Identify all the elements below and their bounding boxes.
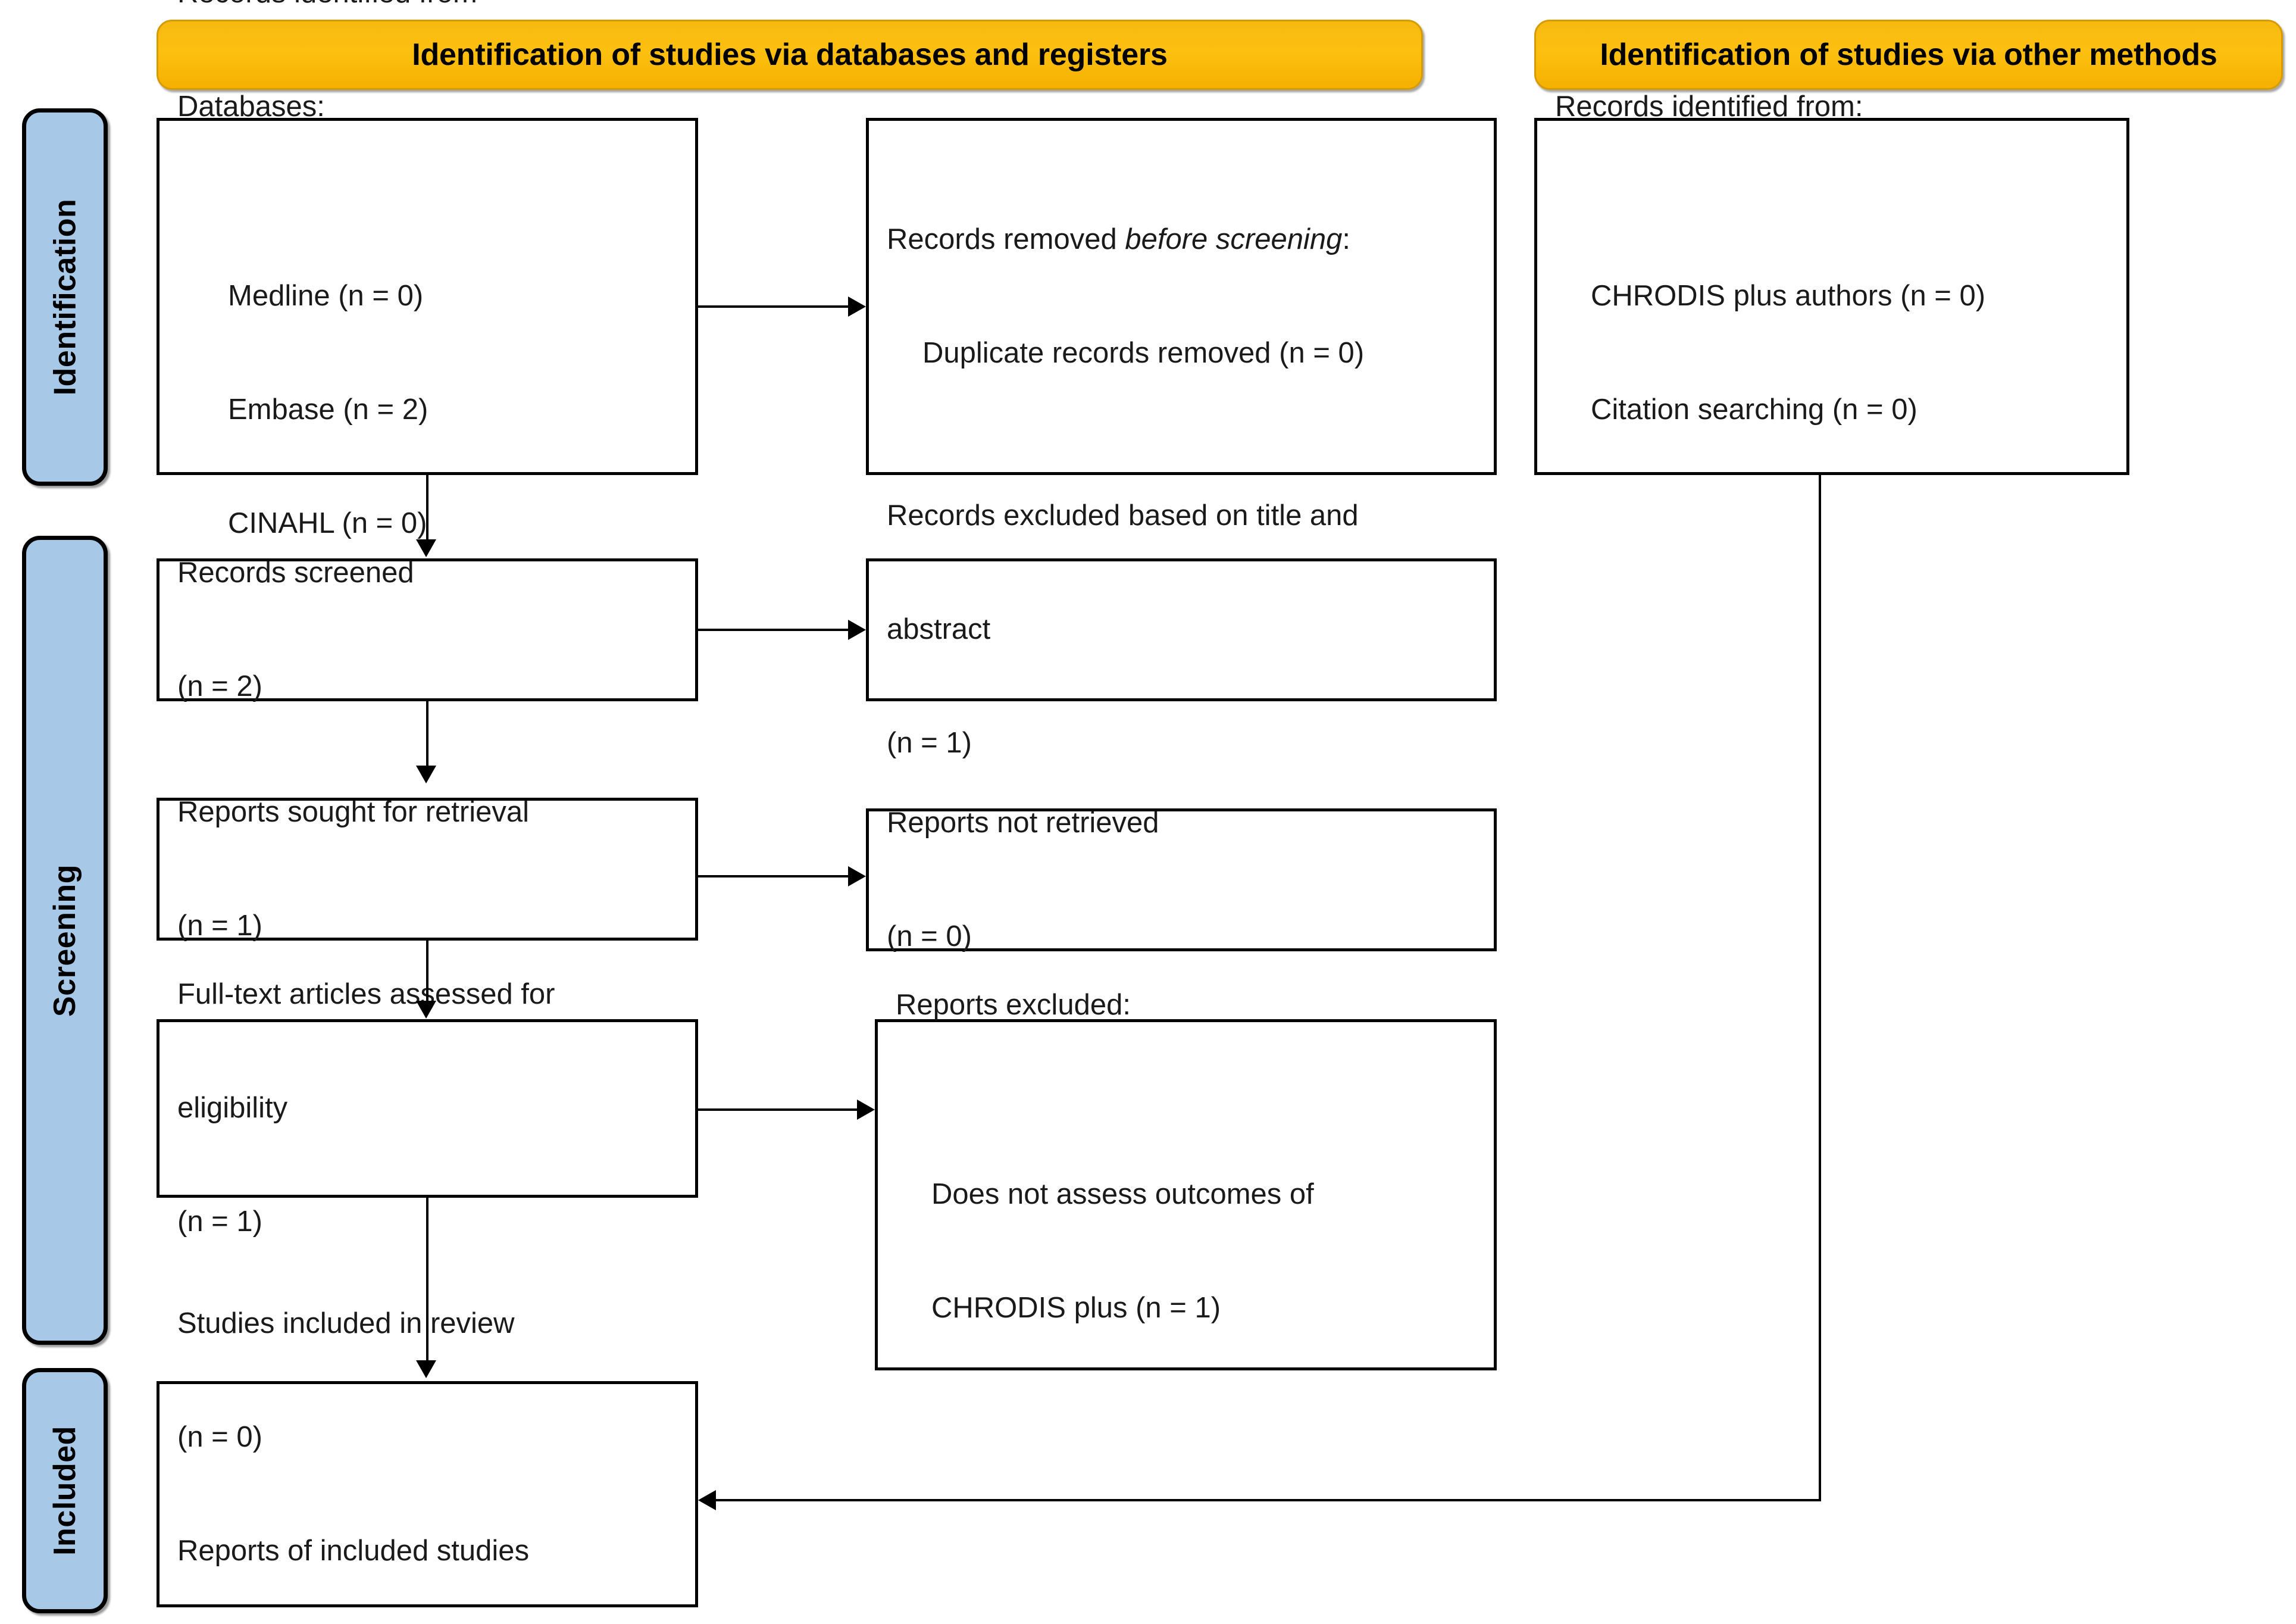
studies-included-line2: (n = 0) — [177, 1420, 262, 1453]
full-text-assessed-line1: Full-text articles assessed for — [177, 978, 555, 1011]
box-records-removed: Records removed before screening: Duplic… — [866, 118, 1497, 475]
box-reports-excluded: Reports excluded: Does not assess outcom… — [875, 989, 1497, 1370]
box-records-excluded: Records excluded based on title and abst… — [866, 499, 1497, 759]
stage-tab-screening-label: Screening — [48, 864, 83, 1017]
box-full-text-assessed: Full-text articles assessed for eligibil… — [157, 978, 698, 1238]
connector-other-methods-left — [716, 1499, 1821, 1501]
reports-excluded-line1: Reports excluded: — [896, 988, 1131, 1021]
reports-excluded-line3: CHRODIS plus (n = 1) — [931, 1292, 1221, 1325]
box-studies-included: Studies included in review (n = 0) Repor… — [157, 1307, 698, 1607]
studies-included-line3: Reports of included studies — [177, 1534, 530, 1567]
records-removed-line1: Records removed before screening: — [887, 221, 1476, 259]
records-identified-line2: Databases: — [177, 90, 325, 123]
records-identified-item-medline: Medline (n = 0) — [228, 280, 424, 313]
reports-sought-line1: Reports sought for retrieval — [177, 795, 529, 828]
arrowhead-full-text-to-included — [416, 1360, 436, 1378]
records-excluded-line3: (n = 1) — [887, 727, 972, 760]
records-excluded-line1: Records excluded based on title and — [887, 499, 1359, 532]
connector-identified-to-removed — [698, 305, 848, 308]
other-methods-item-authors: CHRODIS plus authors (n = 0) — [1591, 280, 1986, 313]
stage-tab-included-label: Included — [48, 1426, 83, 1556]
connector-sought-to-not-retrieved — [698, 875, 848, 877]
records-identified-item-cinahl: CINAHL (n = 0) — [228, 507, 427, 540]
banner-other-methods: Identification of studies via other meth… — [1534, 20, 2283, 90]
reports-not-retrieved-line1: Reports not retrieved — [887, 806, 1159, 839]
box-reports-not-retrieved: Reports not retrieved (n = 0) — [866, 807, 1497, 952]
box-records-identified: Records identified from Databases: Medli… — [157, 0, 698, 539]
connector-other-methods-down — [1819, 475, 1821, 1501]
records-removed-colon: : — [1342, 223, 1350, 255]
full-text-assessed-line2: eligibility — [177, 1092, 288, 1125]
stage-tab-identification-label: Identification — [48, 198, 82, 396]
connector-sought-to-full-text — [426, 941, 428, 1003]
studies-included-line1: Studies included in review — [177, 1307, 515, 1339]
connector-full-text-to-included — [426, 1198, 428, 1361]
box-records-screened: Records screened (n = 2) — [157, 557, 698, 702]
connector-identified-to-screened — [426, 475, 428, 541]
reports-sought-line2: (n = 1) — [177, 909, 262, 942]
connector-full-text-to-excluded — [698, 1108, 857, 1111]
box-other-methods-records: Records identified from: CHRODIS plus au… — [1534, 90, 2129, 475]
banner-databases-label: Identification of studies via databases … — [412, 38, 1168, 72]
stage-tab-identification: Identification — [22, 108, 108, 486]
records-screened-line2: (n = 2) — [177, 670, 262, 702]
records-identified-item-embase: Embase (n = 2) — [228, 393, 428, 426]
connector-screened-to-sought — [426, 701, 428, 767]
records-removed-prefix: Records removed — [887, 223, 1125, 255]
full-text-assessed-line3: (n = 1) — [177, 1205, 262, 1238]
records-excluded-line2: abstract — [887, 613, 991, 646]
arrowhead-full-text-to-excluded — [857, 1100, 875, 1120]
records-removed-emphasis: before screening — [1125, 223, 1343, 255]
arrowhead-sought-to-full-text — [416, 1001, 436, 1019]
box-reports-sought: Reports sought for retrieval (n = 1) — [157, 796, 698, 942]
reports-excluded-line2: Does not assess outcomes of — [931, 1178, 1314, 1211]
arrowhead-sought-to-not-retrieved — [848, 866, 866, 886]
stage-tab-included: Included — [22, 1368, 108, 1613]
records-removed-line2: Duplicate records removed (n = 0) — [922, 336, 1365, 369]
other-methods-item-citation: Citation searching (n = 0) — [1591, 393, 1917, 426]
arrowhead-other-methods-to-included — [698, 1490, 716, 1510]
arrowhead-identified-to-screened — [416, 539, 436, 557]
records-screened-line1: Records screened — [177, 556, 414, 589]
reports-not-retrieved-line2: (n = 0) — [887, 920, 972, 952]
connector-screened-to-excluded — [698, 629, 848, 631]
other-methods-line1: Records identified from: — [1555, 90, 1863, 123]
arrowhead-identified-to-removed — [848, 296, 866, 317]
records-identified-line1: Records identified from — [177, 0, 677, 12]
arrowhead-screened-to-excluded — [848, 620, 866, 640]
banner-other-methods-label: Identification of studies via other meth… — [1600, 38, 2217, 72]
banner-databases: Identification of studies via databases … — [157, 20, 1423, 90]
arrowhead-screened-to-sought — [416, 766, 436, 783]
stage-tab-screening: Screening — [22, 536, 108, 1345]
